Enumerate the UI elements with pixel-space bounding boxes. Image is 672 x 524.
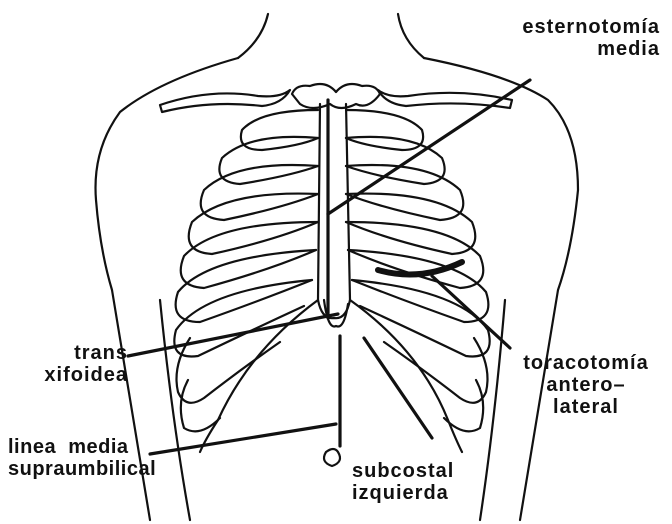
neck-right-outline [398,14,424,58]
label-toracotomia-line1: toracotomía [500,352,672,374]
label-linea-media-line2: supraumbilical [8,458,188,480]
label-linea-media: linea media supraumbilical [8,436,188,480]
trans-xifoidea-pointer-line [128,314,338,356]
label-linea-media-line1: linea media [8,436,188,458]
label-esternotomia-line2: media [470,38,660,60]
label-subcostal-line2: izquierda [352,482,482,504]
label-subcostal: subcostal izquierda [352,460,482,504]
label-subcostal-line1: subcostal [352,460,482,482]
toracotomia-incision [378,262,462,275]
label-toracotomia-line3: lateral [500,396,672,418]
label-esternotomia-line1: esternotomía [470,16,660,38]
label-trans-xifoidea-line2: xifoidea [10,364,128,386]
navel [324,449,340,466]
esternotomia-pointer-line [328,80,530,214]
label-esternotomia: esternotomía media [470,16,660,60]
label-toracotomia-line2: antero– [500,374,672,396]
label-toracotomia: toracotomía antero– lateral [500,352,672,418]
manubrium [292,84,380,108]
clavicle-left [160,90,290,112]
neck-left-outline [238,14,268,58]
label-trans-xifoidea-line1: trans [10,342,128,364]
costal-margin-right [350,300,462,452]
label-trans-xifoidea: trans xifoidea [10,342,128,386]
